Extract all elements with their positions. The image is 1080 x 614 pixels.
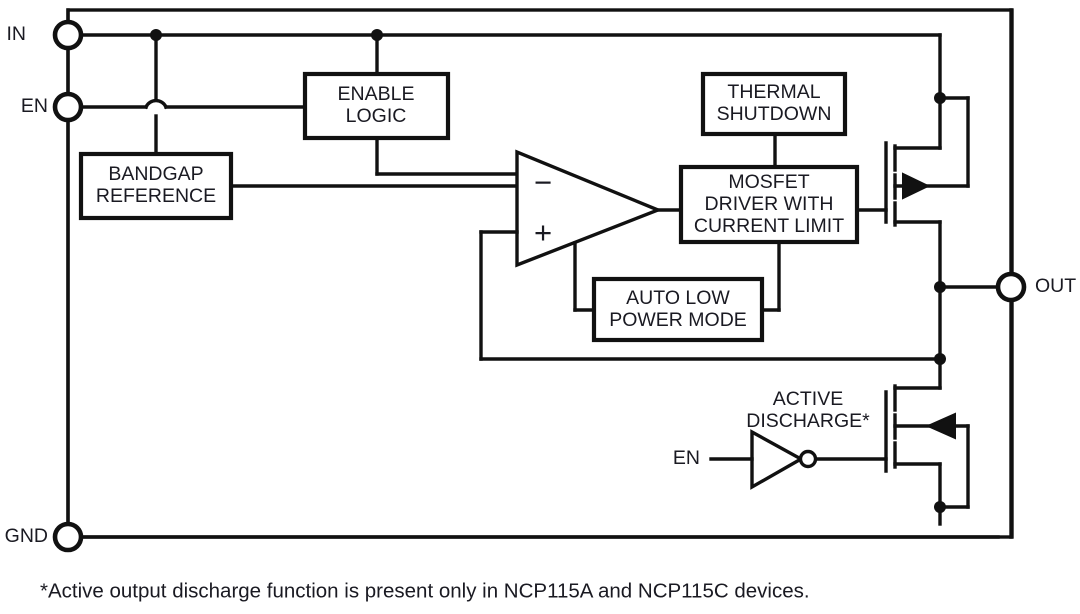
block-bandgap-reference[interactable] xyxy=(78,151,234,221)
pin-label-in: IN xyxy=(7,23,27,45)
pin-ring-en[interactable] xyxy=(52,91,84,123)
block-label-driver-line1: MOSFET xyxy=(728,171,809,193)
error-amplifier-triangle xyxy=(515,149,663,268)
pin-label-out: OUT xyxy=(1035,275,1076,297)
block-label-driver-line2: DRIVER WITH xyxy=(705,193,834,215)
block-label-bandgap-line1: BANDGAP xyxy=(108,163,203,185)
active-discharge-caption-line1: ACTIVE xyxy=(773,388,843,410)
block-mosfet-driver[interactable] xyxy=(678,164,860,245)
block-thermal-shutdown[interactable] xyxy=(700,71,848,137)
pin-ring-in[interactable] xyxy=(52,19,84,51)
footnote-text: *Active output discharge function is pre… xyxy=(40,579,810,602)
inverter-bubble-icon xyxy=(798,449,818,469)
junction-pass-bulk xyxy=(934,92,946,104)
block-label-bandgap-line2: REFERENCE xyxy=(96,185,216,207)
junction-in-enable-logic xyxy=(371,29,383,41)
block-label-thermal-line1: THERMAL xyxy=(727,81,820,103)
block-enable-logic[interactable] xyxy=(302,71,451,141)
active-discharge-caption-line2: DISCHARGE* xyxy=(746,410,870,432)
wire-hop-over-en xyxy=(143,98,169,110)
amplifier-plus-sign: + xyxy=(534,215,552,250)
discharge-en-label: EN xyxy=(673,447,700,469)
pin-label-en: EN xyxy=(21,95,48,117)
block-label-enable-logic-line2: LOGIC xyxy=(346,105,407,127)
block-auto-low-power-mode[interactable] xyxy=(591,276,765,343)
pin-ring-out[interactable] xyxy=(995,271,1027,303)
pass-mosfet-body-diode-arrow xyxy=(902,172,931,200)
block-label-thermal-line2: SHUTDOWN xyxy=(717,103,832,125)
junction-discharge-bulk xyxy=(934,501,946,513)
junction-in-bandgap xyxy=(150,29,162,41)
discharge-inverter-triangle xyxy=(750,429,805,490)
pin-ring-gnd[interactable] xyxy=(52,521,84,553)
pin-label-gnd: GND xyxy=(5,525,48,547)
block-label-alpm-line2: POWER MODE xyxy=(609,309,747,331)
discharge-mosfet-body-diode-arrow xyxy=(925,412,956,440)
block-label-enable-logic-line1: ENABLE xyxy=(338,83,415,105)
amplifier-minus-sign: − xyxy=(534,165,552,200)
block-label-alpm-line1: AUTO LOW xyxy=(626,287,730,309)
block-label-driver-line3: CURRENT LIMIT xyxy=(694,215,844,237)
